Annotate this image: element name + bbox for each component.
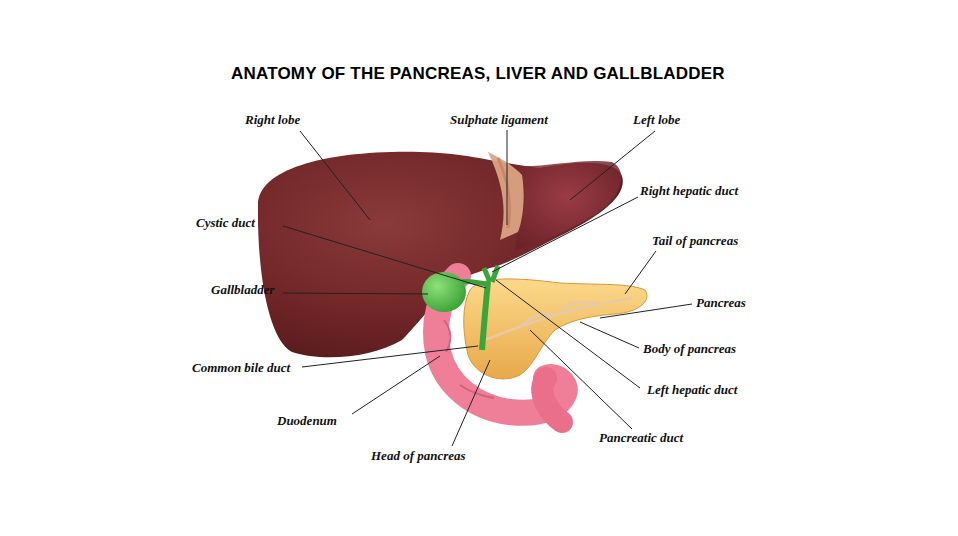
part-label: Left lobe (633, 112, 680, 128)
part-label: Tail of pancreas (652, 233, 738, 249)
part-label: Left hepatic duct (647, 382, 737, 398)
part-label: Common bile duct (192, 360, 290, 376)
part-label: Sulphate ligament (450, 112, 548, 128)
ligament (488, 152, 524, 240)
part-label: Right lobe (245, 112, 300, 128)
hepatic-ducts (484, 266, 498, 282)
liver-left-lobe (515, 161, 621, 250)
part-label: Gallbladder (211, 282, 275, 298)
part-label: Cystic duct (196, 215, 255, 231)
ligament-band (498, 158, 510, 228)
part-label: Head of pancreas (371, 448, 466, 464)
part-label: Body of pancreas (643, 341, 736, 357)
part-label: Pancreas (696, 295, 746, 311)
intestine (542, 378, 562, 422)
gallbladder (422, 272, 466, 312)
part-label: Pancreatic duct (599, 430, 683, 446)
common-bile-duct (482, 282, 488, 350)
part-label: Right hepatic duct (640, 183, 738, 199)
pancreas (464, 279, 647, 379)
leader-lines (283, 130, 692, 446)
part-label: Duodenum (277, 413, 337, 429)
diagram-title: ANATOMY OF THE PANCREAS, LIVER AND GALLB… (231, 64, 725, 84)
